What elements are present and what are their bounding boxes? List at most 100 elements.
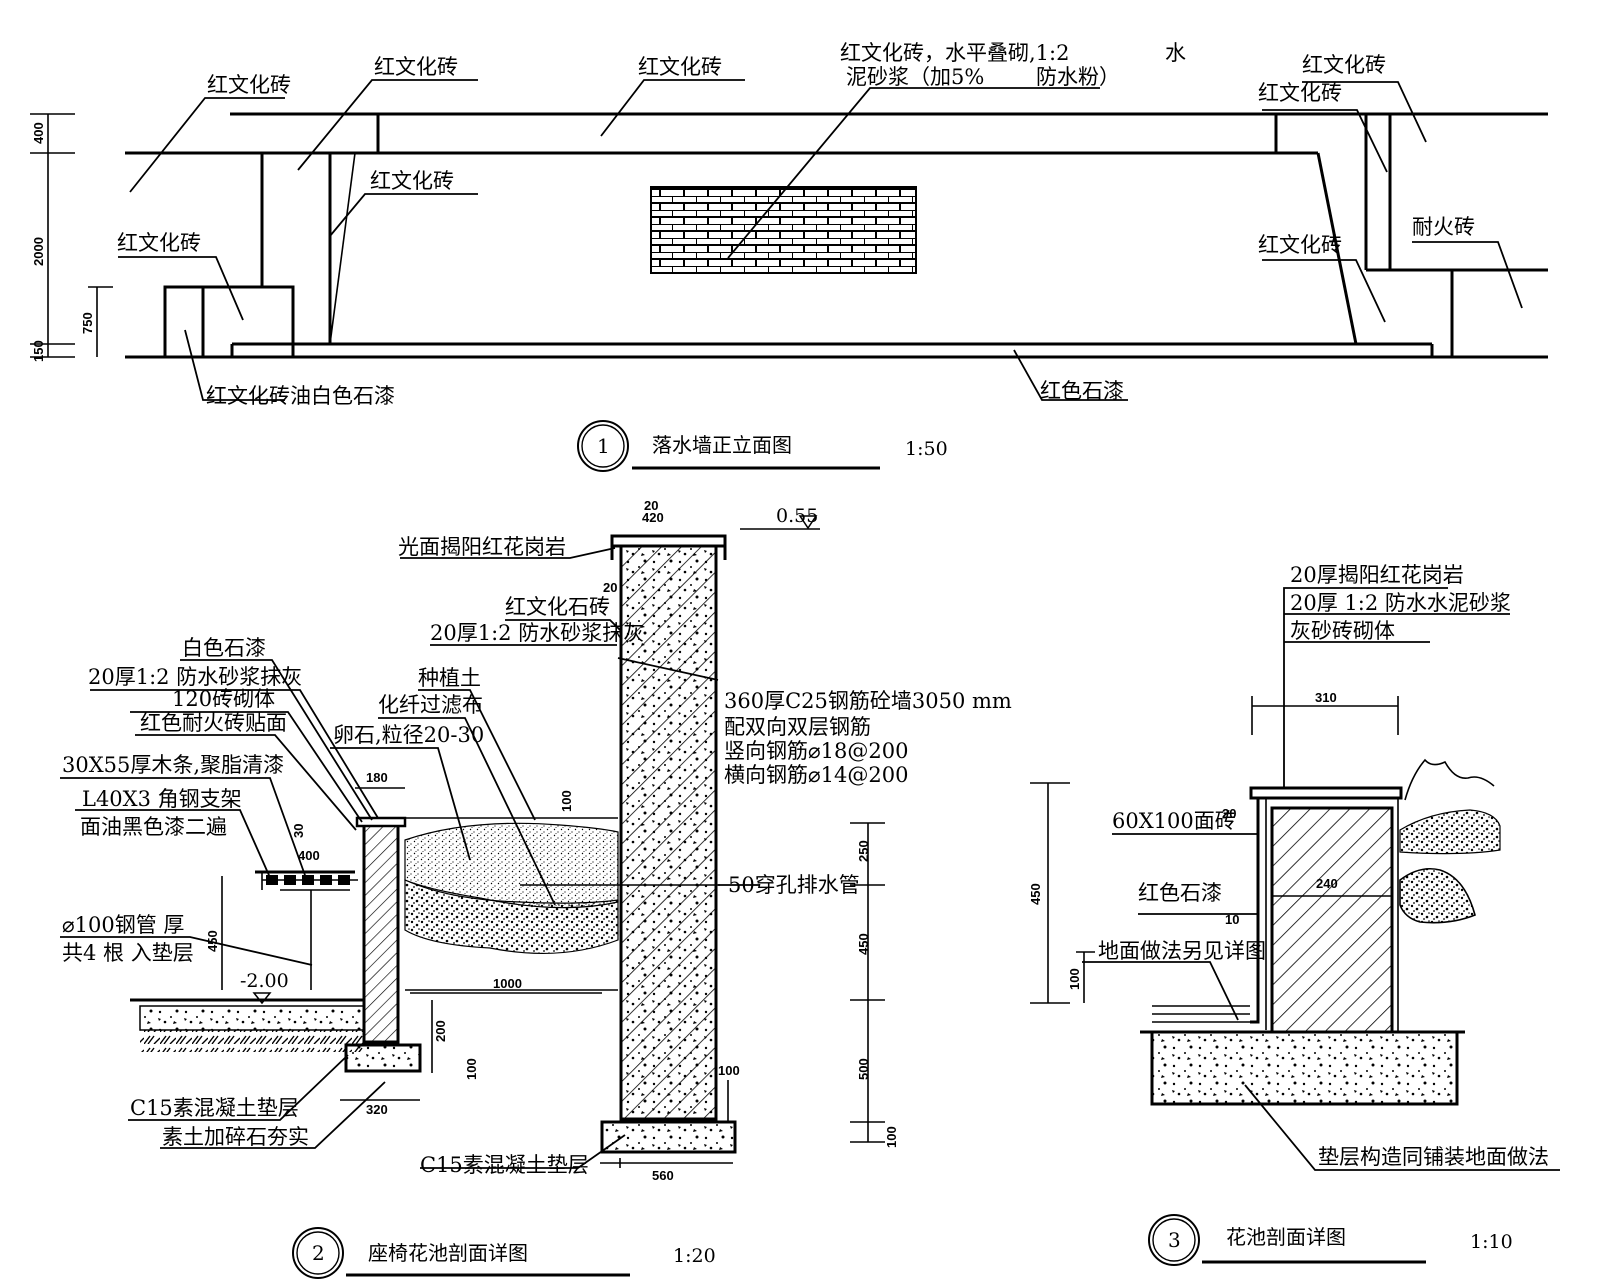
leader	[1262, 259, 1386, 323]
label-brick-masonry: 灰砂砖砌体	[1290, 619, 1395, 643]
label-red-paint: 红色石漆	[1040, 379, 1124, 403]
title-name: 落水墙正立面图	[652, 433, 792, 457]
label-brick: 红文化砖	[374, 55, 458, 79]
granite-coping	[1249, 786, 1403, 800]
title-scale: 1:50	[905, 438, 948, 460]
label-pipe-count: 共4 根 入垫层	[62, 941, 194, 965]
elevation-drawing: 400 2000 750 150 红文化砖 红文化砖 红文化砖 红文化砖，水平叠…	[30, 41, 1548, 472]
planter-wall	[362, 822, 400, 1044]
right-column-slope	[1316, 152, 1358, 345]
dim-30: 30	[291, 824, 306, 838]
label-compacted-earth: 素土加碎石夯实	[162, 1125, 309, 1149]
title-number: 1	[597, 434, 610, 458]
leader	[60, 777, 307, 879]
left-block	[163, 285, 295, 359]
leader	[118, 256, 244, 321]
leader	[135, 734, 357, 831]
shrub	[1399, 867, 1476, 924]
label-white-paint: 红文化砖油白色石漆	[206, 384, 395, 408]
title-circle-inner	[296, 1231, 340, 1275]
title-number: 2	[312, 1241, 325, 1265]
left-column-taper	[329, 152, 356, 345]
label-brick-masonry: 120砖砌体	[172, 687, 275, 711]
label-brick: 红文化砖	[1258, 81, 1342, 105]
dim-320: 320	[366, 1102, 388, 1117]
title-circle	[577, 420, 629, 472]
label-vertical-rebar: 竖向钢筋⌀18@200	[724, 739, 908, 763]
label-black-paint: 面油黑色漆二遍	[80, 815, 227, 839]
leader	[184, 329, 285, 401]
leader	[420, 1134, 626, 1169]
brick-panel	[650, 186, 917, 274]
label-granite: 20厚揭阳红花岗岩	[1290, 563, 1464, 587]
label-brick: 红文化砖	[370, 169, 454, 193]
section-2-drawing: 20 420 20 180 30 400 100 250 450 500 100…	[60, 498, 1012, 1279]
label-face-tile: 60X100面砖	[1112, 809, 1236, 833]
leader	[75, 809, 273, 883]
leader	[505, 619, 621, 631]
title-name: 花池剖面详图	[1226, 1225, 1346, 1249]
dim-20: 20	[1222, 806, 1236, 821]
label-concrete-bed: C15素混凝土垫层	[130, 1096, 299, 1120]
leader	[1283, 587, 1448, 788]
label-waterproof-mortar: 20厚 1:2 防水水泥砂浆	[1290, 591, 1511, 615]
section-3-drawing: 310 20 240 10 450 100 20厚揭阳红花岗岩 20厚 1:2 …	[1028, 563, 1560, 1266]
leader	[130, 711, 363, 823]
granite-coping	[610, 534, 727, 548]
dim-450: 450	[856, 933, 871, 955]
leader	[1082, 961, 1239, 1021]
dim-2000: 2000	[31, 237, 46, 266]
leader	[378, 717, 556, 906]
leader	[330, 747, 471, 861]
title-scale: 1:10	[1470, 1231, 1513, 1253]
label-brick: 红文化砖	[638, 55, 722, 79]
elev-marker	[798, 515, 818, 530]
label-firebrick: 耐火砖	[1412, 215, 1475, 239]
leader	[1244, 1084, 1560, 1171]
leader	[297, 79, 478, 171]
leader	[129, 97, 285, 193]
dim-200: 200	[433, 1020, 448, 1042]
dim-750: 750	[80, 312, 95, 334]
label-firebrick-facing: 红色耐火砖贴面	[140, 711, 287, 735]
label-rc-wall: 360厚C25钢筋砼墙3050 mm	[724, 689, 1012, 713]
leader	[160, 1081, 386, 1149]
label-brick-mortar-4: 防水粉）	[1036, 65, 1120, 89]
planter-wall-cap	[355, 816, 407, 828]
leader	[329, 193, 478, 237]
label-steel-pipe: ⌀100钢管 厚	[62, 913, 184, 937]
leader	[90, 689, 379, 819]
label-granite: 光面揭阳红花岗岩	[398, 535, 566, 559]
dim-20: 20	[644, 498, 658, 513]
dim-150: 150	[31, 340, 46, 362]
label-wood-slats: 30X55厚木条,聚脂清漆	[62, 753, 284, 777]
dim-240: 240	[1316, 876, 1338, 891]
leader	[1262, 109, 1388, 173]
label-concrete-bed: C15素混凝土垫层	[420, 1153, 589, 1177]
label-brick: 红文化砖	[117, 231, 201, 255]
title-number: 3	[1168, 1228, 1181, 1252]
masonry-wall	[1270, 806, 1394, 1034]
dim-100: 100	[884, 1126, 899, 1148]
label-ground-finish: 地面做法另见详图	[1098, 939, 1266, 963]
title-circle-inner	[581, 424, 625, 468]
dim-100: 100	[464, 1058, 479, 1080]
label-filter-fabric: 化纤过滤布	[378, 693, 483, 717]
label-brick: 红文化砖	[207, 73, 291, 97]
label-brick: 红文化砖	[1258, 233, 1342, 257]
paving-base	[139, 1005, 365, 1031]
label-angle-bracket: L40X3 角钢支架	[82, 787, 242, 811]
dim-100: 100	[559, 790, 574, 812]
leader	[418, 689, 536, 821]
label-pebbles: 卵石,粒径20-30	[333, 723, 484, 747]
dim-560: 560	[652, 1168, 674, 1183]
label-base-course: 垫层构造同铺装地面做法	[1318, 1145, 1549, 1169]
compacted-earth	[140, 1030, 364, 1052]
dim-20: 20	[603, 580, 617, 595]
leader	[1412, 241, 1523, 309]
dim-500: 500	[856, 1058, 871, 1080]
dim-180: 180	[366, 770, 388, 785]
dim-450: 450	[205, 930, 220, 952]
elev-marker	[252, 992, 272, 1005]
leader	[1013, 349, 1128, 401]
